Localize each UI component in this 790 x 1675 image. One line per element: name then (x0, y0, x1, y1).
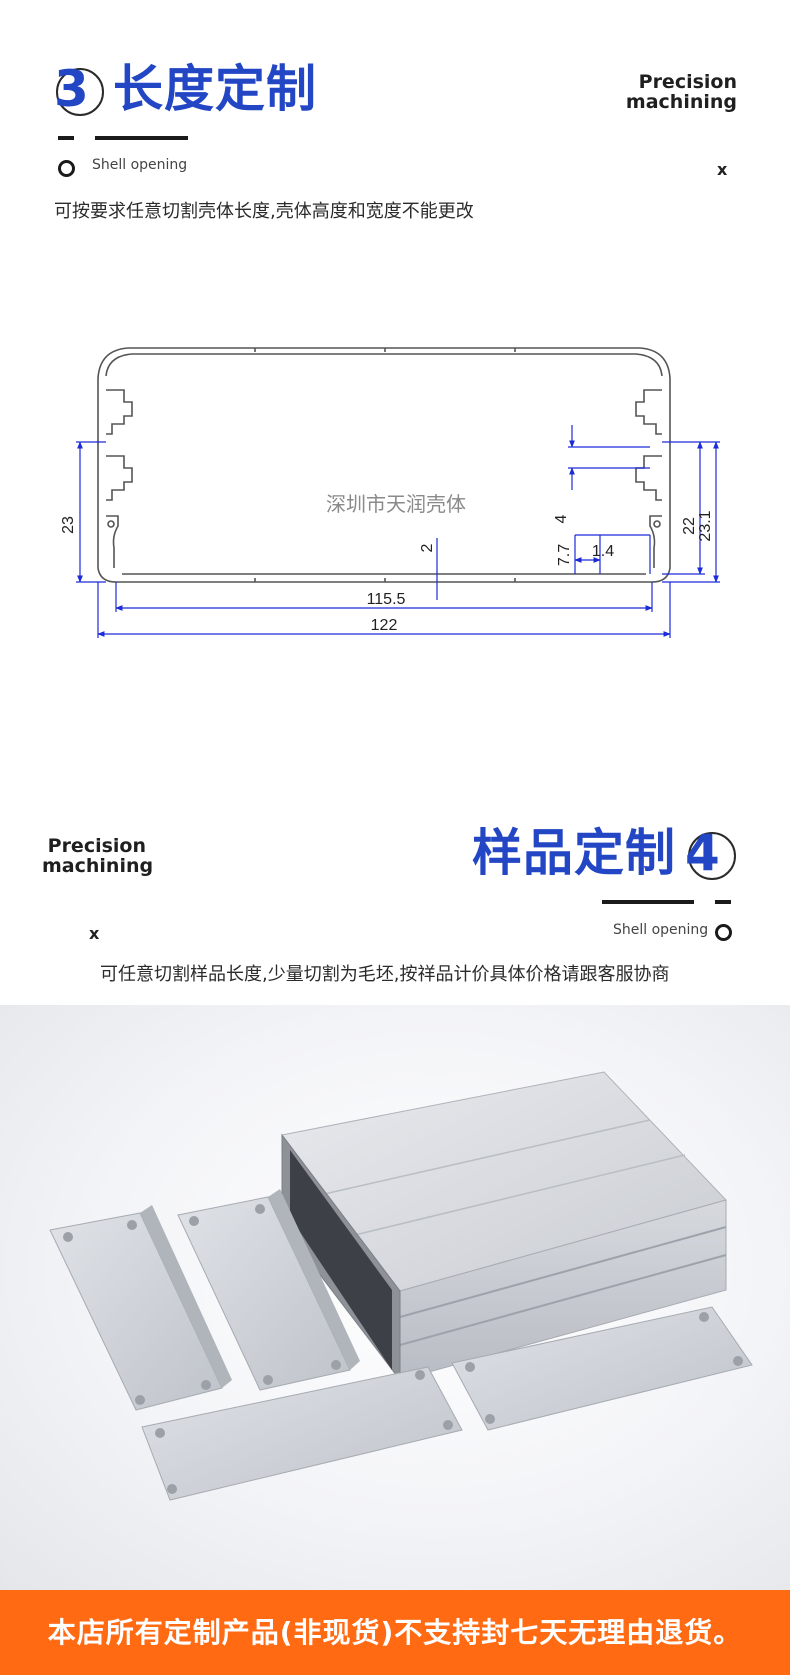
decor-bar-short (58, 136, 74, 140)
dim-inner-width: 115.5 (367, 591, 406, 608)
precision-tag: Precision machining (42, 835, 154, 877)
dim-slot: 4 (553, 514, 570, 523)
dim-low: 7.7 (556, 544, 573, 566)
enclosure-profile (97, 347, 671, 583)
x-mark: x (89, 924, 100, 943)
precision-line-2: machining (625, 91, 737, 113)
dim-right-inner: 22 (681, 517, 698, 535)
dimension-lines (76, 425, 720, 638)
decor-bar-long (602, 900, 694, 904)
dim-center: 2 (419, 543, 436, 552)
decor-bar-long (95, 136, 188, 140)
section-description: 可任意切割样品长度,少量切割为毛坯,按祥品计价具体价格请跟客服协商 (100, 964, 670, 985)
dim-gap: 1.4 (592, 543, 614, 560)
section-description: 可按要求任意切割壳体长度,壳体高度和宽度不能更改 (54, 201, 474, 222)
precision-line-1: Precision (638, 71, 737, 93)
section-number: 3 (54, 60, 89, 118)
product-photo (0, 1005, 790, 1590)
section-number-ring (688, 832, 736, 880)
circle-bullet-icon (715, 924, 732, 941)
profile-drawing: 深圳市天润壳体 23 2 4 7.7 1.4 22 23.1 (60, 347, 720, 638)
dim-right-outer: 23.1 (697, 510, 714, 541)
precision-line-1: Precision (47, 835, 146, 857)
flat-plate-bottom (141, 1366, 463, 1501)
section-title: 样品定制 (472, 824, 676, 882)
circle-bullet-icon (58, 160, 75, 177)
end-plate-middle (177, 1189, 360, 1391)
dim-left-height: 23 (60, 516, 77, 534)
x-mark: x (717, 160, 728, 179)
enclosure-body (281, 1071, 727, 1382)
section-number-ring (56, 68, 104, 116)
decor-bar-short (715, 900, 731, 904)
footer-notice: 本店所有定制产品(非现货)不支持封七天无理由退货。 (47, 1616, 743, 1649)
precision-tag: Precision machining (626, 72, 737, 112)
section-4-header: Precision machining 样品定制 4 x Shell openi… (0, 800, 790, 1000)
end-plate-left (49, 1205, 232, 1411)
shell-opening-label: Shell opening (613, 922, 709, 938)
shell-opening-label: Shell opening (92, 157, 188, 173)
precision-line-2: machining (42, 855, 154, 877)
section-3-header: 3 长度定制 Precision machining Shell opening… (0, 0, 790, 230)
dim-outer-width: 122 (371, 617, 398, 634)
footer-banner: 本店所有定制产品(非现货)不支持封七天无理由退货。 (0, 1590, 790, 1675)
aluminum-enclosure-illustration (49, 1071, 753, 1501)
section-number: 4 (685, 824, 720, 882)
watermark-text: 深圳市天润壳体 (326, 492, 466, 516)
section-title: 长度定制 (113, 60, 317, 118)
flat-plate-right (451, 1306, 753, 1431)
